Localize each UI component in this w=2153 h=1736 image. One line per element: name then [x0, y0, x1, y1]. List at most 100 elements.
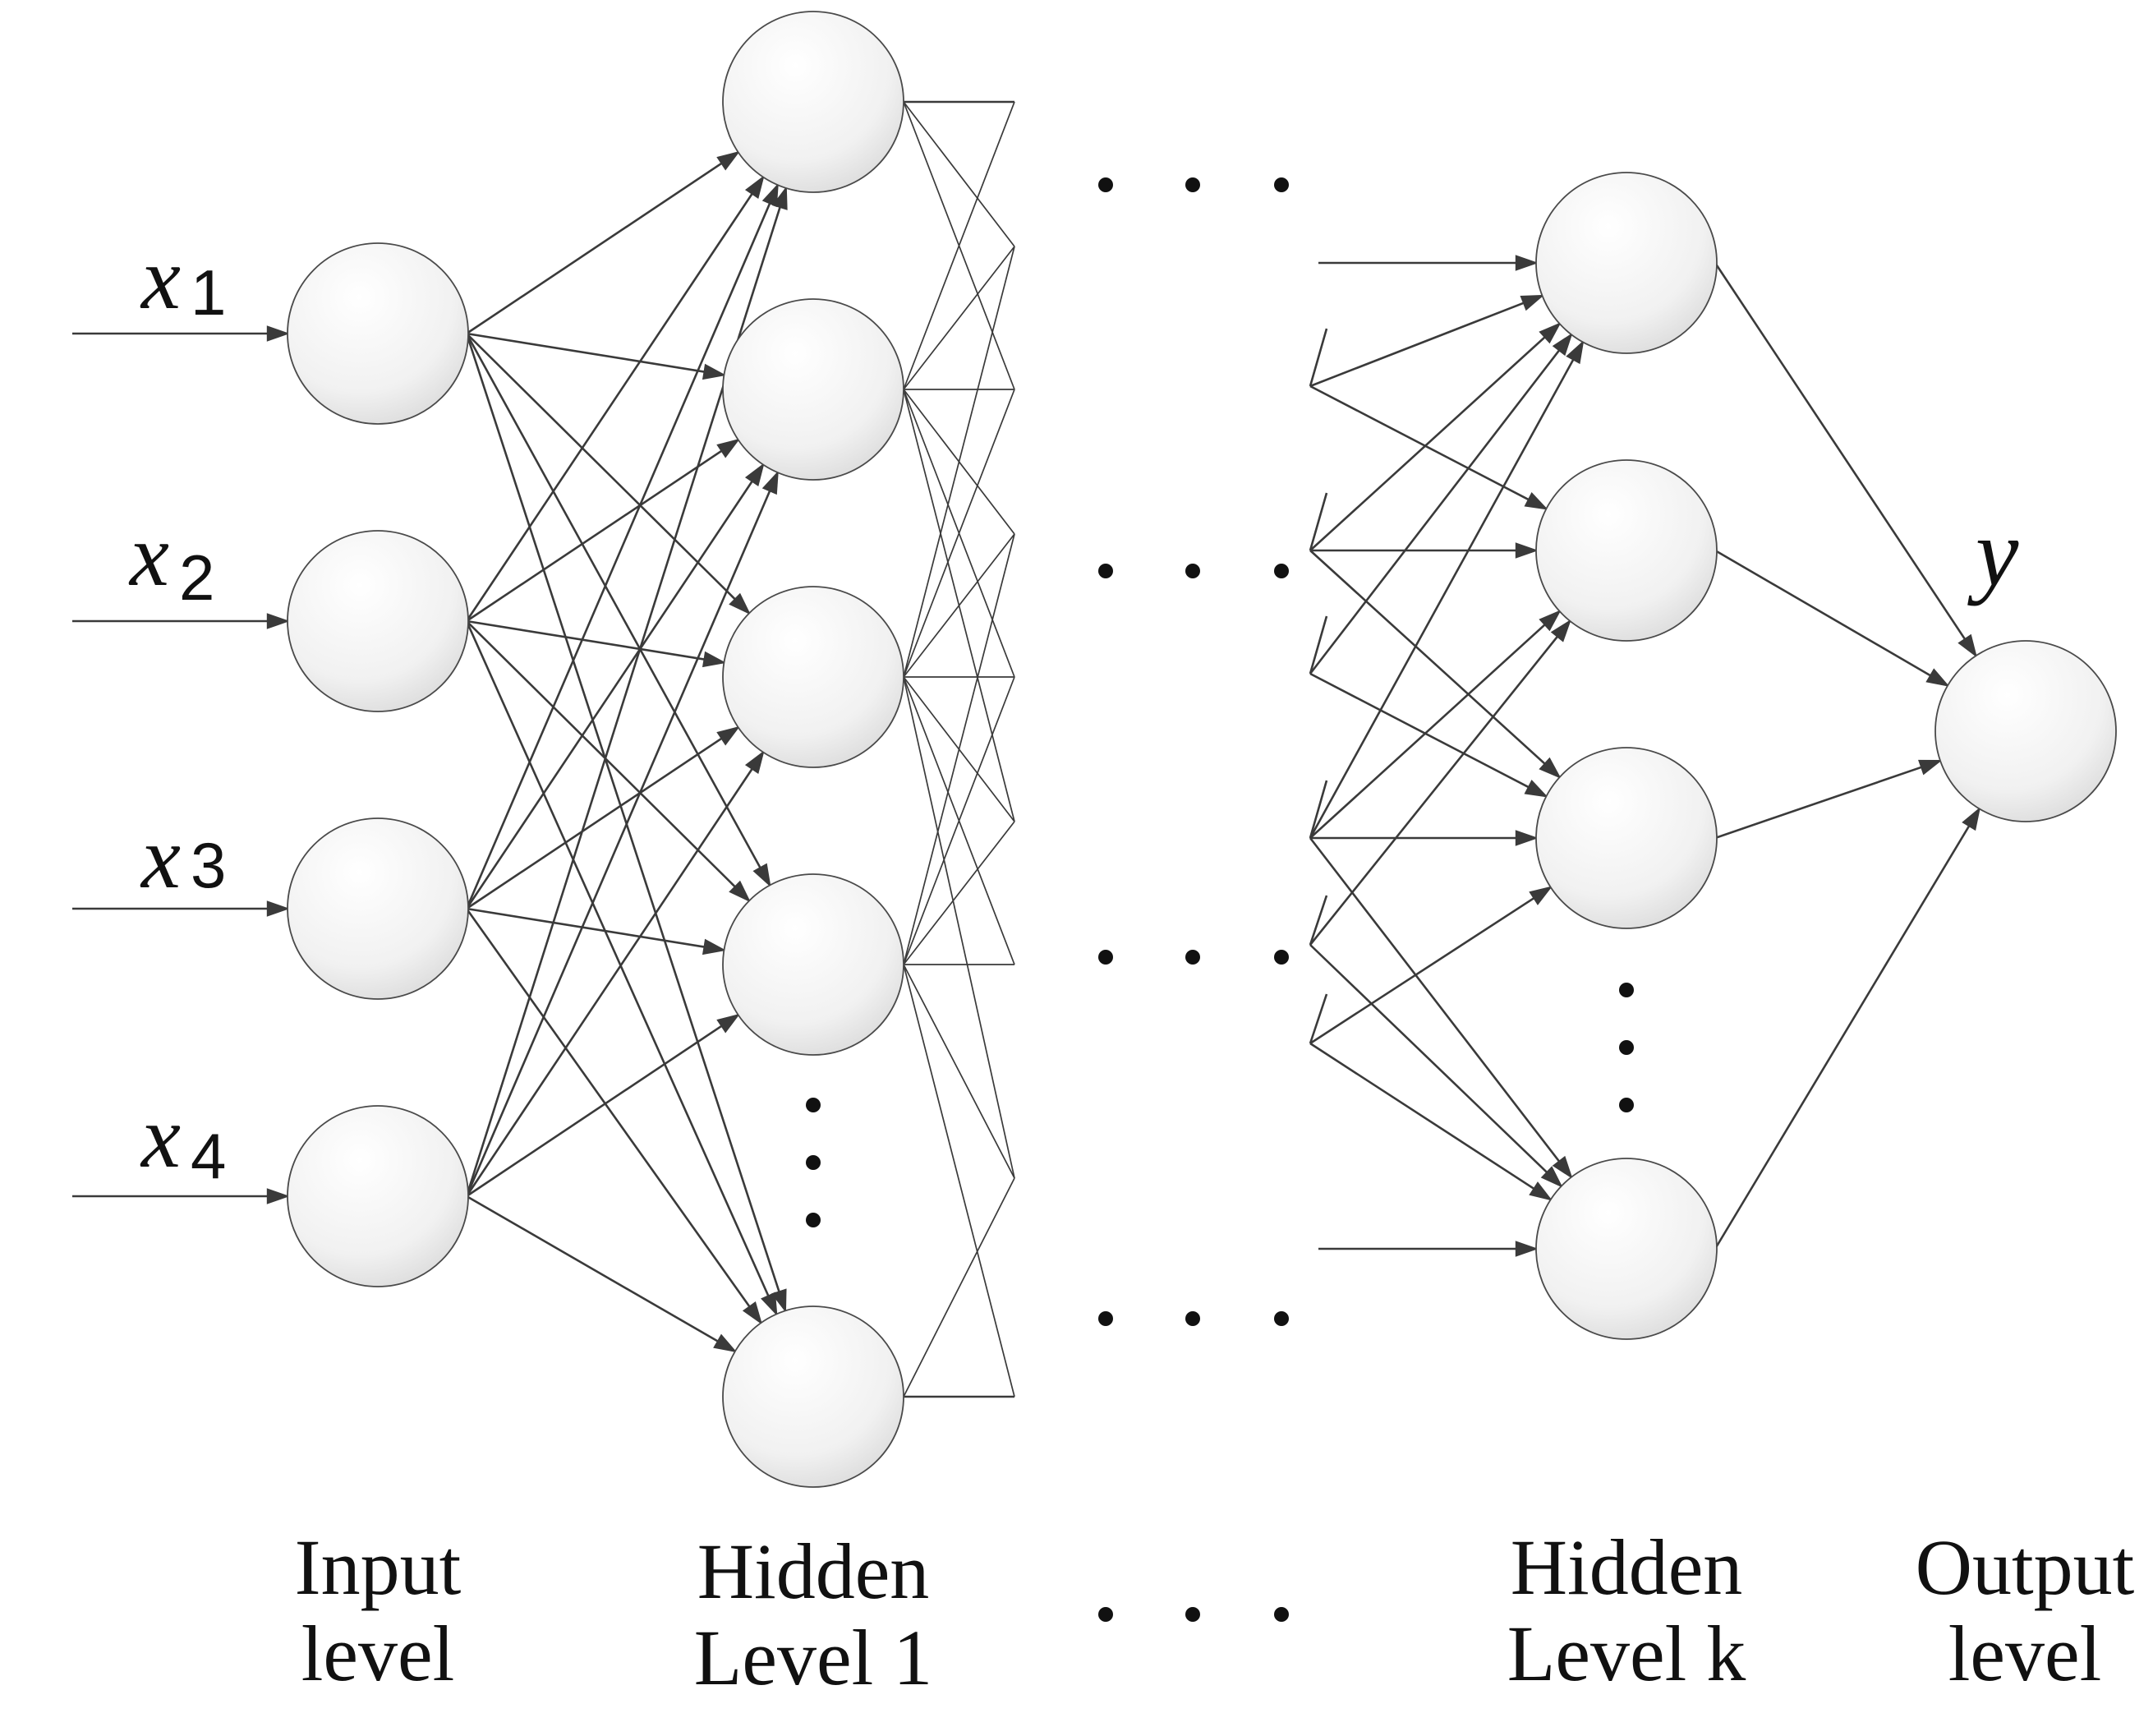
- edge-in2-h1-1: [465, 175, 765, 622]
- hiddenk-node-3: [1535, 747, 1718, 929]
- h-ellipsis-3-dot-3: [1274, 950, 1289, 965]
- hk-bend-6: [1309, 993, 1328, 1044]
- hidden-level-1-line1: Hidden: [697, 1527, 930, 1615]
- h1-fan-2-2: [903, 246, 1015, 390]
- output-level-line2: level: [1948, 1609, 2102, 1697]
- hiddenk-node-2: [1535, 459, 1718, 642]
- hidden-level-1-label: Hidden Level 1: [641, 1528, 986, 1701]
- edge-in3-h1-2: [465, 463, 765, 909]
- hk-fan-1-1: [1309, 384, 1548, 510]
- hk-fan-4-2: [1309, 610, 1562, 839]
- edge-in4-h1-3: [465, 750, 765, 1197]
- hidden1-node-2: [722, 298, 904, 481]
- edge-in2-h1-5: [465, 620, 778, 1317]
- hk-fan-3-1: [1309, 332, 1573, 675]
- hk-vertical-dot-3: [1619, 1098, 1634, 1112]
- edge-in2-h1-2: [466, 438, 741, 623]
- hk-vertical-dot-1: [1619, 983, 1634, 997]
- input-node-2: [287, 530, 469, 712]
- edge-hk3-out: [1714, 759, 1943, 840]
- hk-fan-4-4: [1309, 837, 1573, 1180]
- hk-fan-5-1: [1309, 619, 1571, 946]
- connection-edges: [72, 100, 1981, 1398]
- hk-fan-2-1: [1309, 322, 1562, 551]
- hk-bend-2: [1309, 492, 1328, 551]
- edge-in4-h1-5: [466, 1195, 738, 1353]
- h1-vertical-dot-1: [806, 1098, 821, 1112]
- h1-fan-2-1: [903, 101, 1015, 390]
- edge-in3-h1-3: [466, 725, 741, 910]
- ellipsis-dots: [806, 177, 1634, 1622]
- hiddenk-node-4: [1535, 1158, 1718, 1340]
- h-ellipsis-4-dot-2: [1185, 1311, 1200, 1326]
- hidden-level-k-label: Hidden Level k: [1454, 1524, 1799, 1697]
- h1-fan-4-1: [903, 533, 1015, 965]
- hk-fan-6-1: [1309, 886, 1553, 1045]
- h-ellipsis-1-dot-1: [1098, 177, 1113, 192]
- edge-in1-h1-5: [465, 333, 787, 1314]
- h1-fan-3-3: [903, 533, 1015, 678]
- hk-fan-5-2: [1309, 944, 1563, 1188]
- edge-in3-h1-5: [465, 908, 763, 1325]
- edge-hk2-out: [1714, 549, 1950, 687]
- edge-in4-h1-2: [465, 470, 779, 1197]
- h1-fan-4-5: [903, 964, 1015, 1398]
- hidden-level-1-line2: Level 1: [693, 1614, 933, 1701]
- hk-bend-1: [1309, 328, 1328, 387]
- h1-fan-4-2: [903, 676, 1015, 965]
- network-nodes: [287, 11, 2117, 1488]
- edge-in4-h1-4: [466, 1013, 741, 1198]
- edge-in1-h1-3: [466, 333, 752, 615]
- h-ellipsis-2-dot-3: [1274, 564, 1289, 578]
- hk-bend-5: [1309, 895, 1328, 946]
- edge-in1-h1-2: [466, 332, 727, 380]
- h-ellipsis-3-dot-2: [1185, 950, 1200, 965]
- edge-in1-h1-4: [465, 333, 771, 887]
- input-node-4: [287, 1105, 469, 1287]
- hk-fan-1-2: [1309, 294, 1545, 388]
- h1-fan-3-6: [903, 676, 1015, 1179]
- hk-fan-6-2: [1309, 1042, 1553, 1201]
- hidden1-node-3: [722, 586, 904, 768]
- hk-fan-4-1: [1309, 339, 1585, 839]
- hk-bend-4: [1309, 780, 1328, 839]
- hk-vertical-dot-2: [1619, 1040, 1634, 1055]
- output-label-y: y: [1967, 499, 2019, 606]
- h1-fan-5-1: [903, 1177, 1015, 1398]
- h1-fan-3-1: [903, 246, 1015, 678]
- h1-fan-1-1: [903, 101, 1015, 247]
- h-ellipsis-1-dot-2: [1185, 177, 1200, 192]
- h-ellipsis-5-dot-1: [1098, 1607, 1113, 1622]
- h-ellipsis-2-dot-1: [1098, 564, 1113, 578]
- h-ellipsis-3-dot-1: [1098, 950, 1113, 965]
- hk-bend-3: [1309, 615, 1328, 675]
- h1-fan-4-4: [903, 964, 1015, 1179]
- input-node-1: [287, 242, 469, 425]
- hidden-level-k-line2: Level k: [1507, 1609, 1746, 1697]
- edge-hk1-out: [1714, 262, 1977, 658]
- input-level-line1: Input: [294, 1523, 462, 1611]
- h1-vertical-dot-3: [806, 1213, 821, 1227]
- output-level-label: Output level: [1852, 1524, 2153, 1697]
- hidden1-node-4: [722, 873, 904, 1056]
- h-ellipsis-5-dot-3: [1274, 1607, 1289, 1622]
- hidden1-node-1: [722, 11, 904, 193]
- h-ellipsis-5-dot-2: [1185, 1607, 1200, 1622]
- h1-vertical-dot-2: [806, 1155, 821, 1170]
- input-level-line2: level: [301, 1609, 455, 1697]
- h-ellipsis-4-dot-1: [1098, 1311, 1113, 1326]
- hidden-level-k-line1: Hidden: [1510, 1523, 1743, 1611]
- h1-fan-4-3: [903, 821, 1015, 965]
- output-node: [1934, 640, 2117, 822]
- edge-in2-h1-3: [466, 619, 727, 668]
- h-ellipsis-2-dot-2: [1185, 564, 1200, 578]
- edge-in3-h1-1: [465, 182, 779, 909]
- h-ellipsis-1-dot-3: [1274, 177, 1289, 192]
